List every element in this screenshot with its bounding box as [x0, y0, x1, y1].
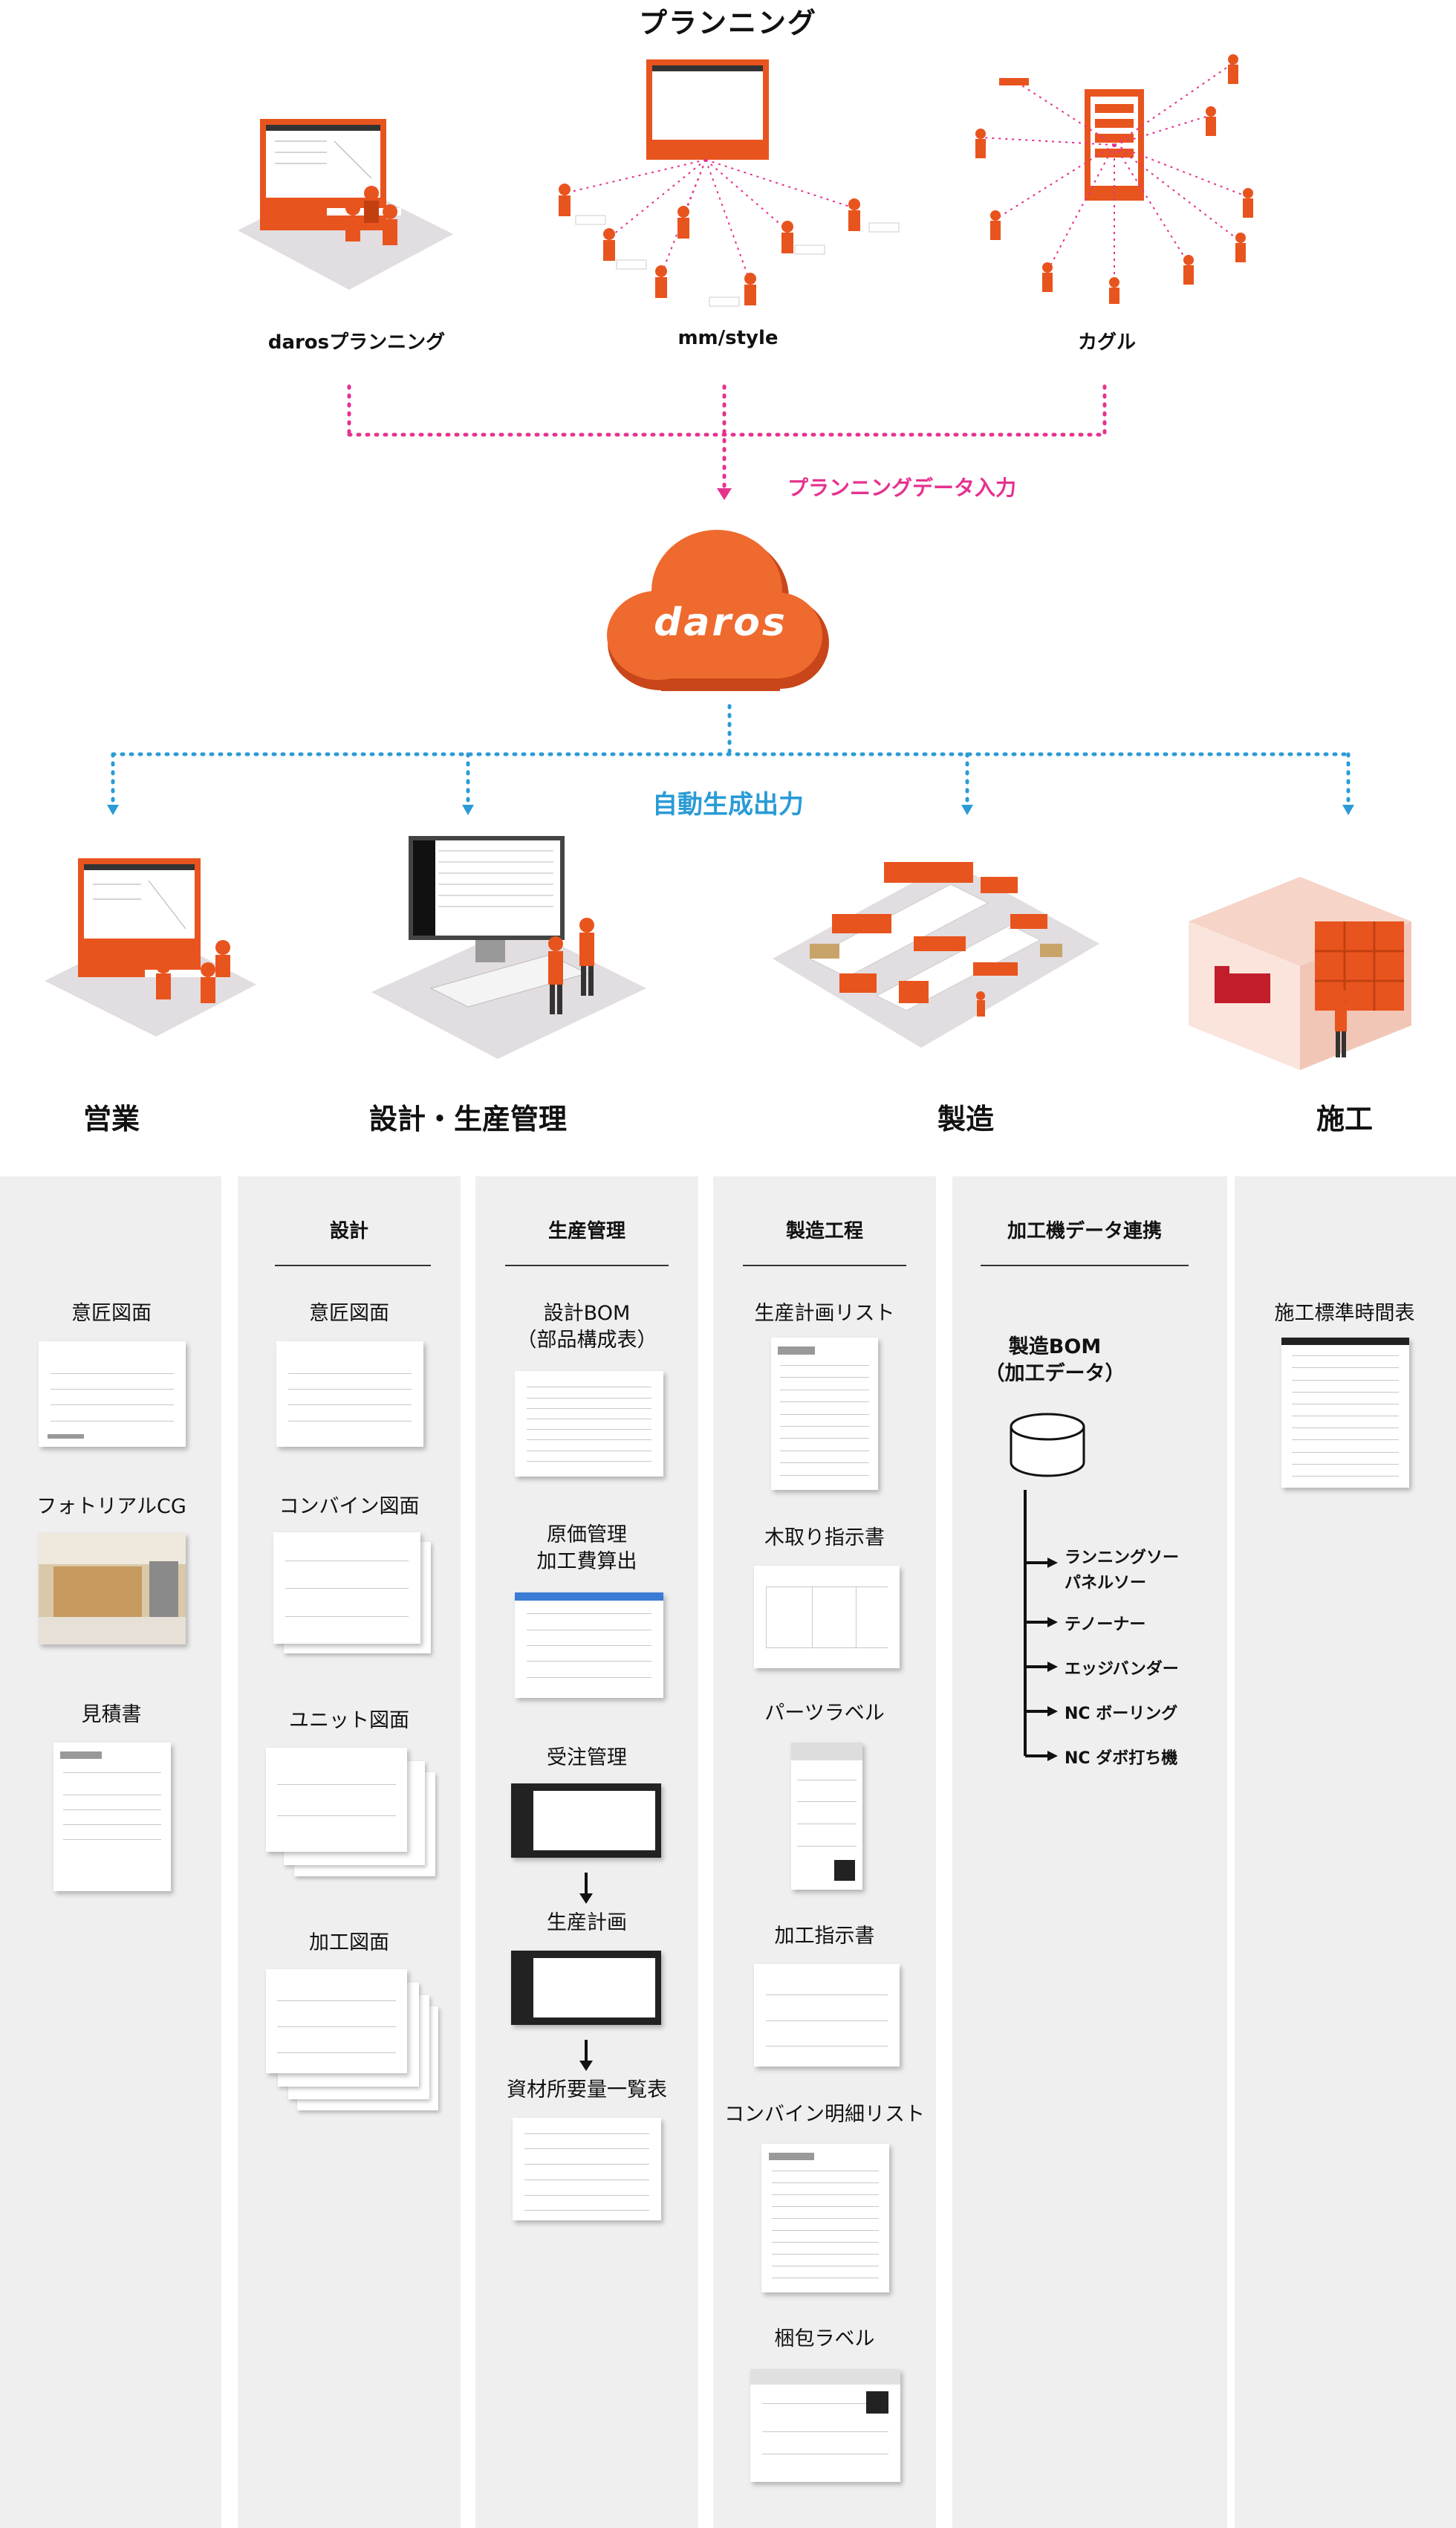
production-plan	[511, 1951, 661, 2025]
header-design: 設計	[329, 1220, 368, 1242]
header-manufacturing-underline	[743, 1265, 906, 1266]
mmstyle-illustration	[559, 59, 900, 307]
output-connector	[107, 704, 1354, 815]
manufacturing-doc-label: 加工指示書	[774, 1925, 875, 1948]
production-doc-label: 設計BOM （部品構成表）	[516, 1302, 657, 1352]
construction-standard-time-table	[1281, 1338, 1409, 1488]
dept-manufacturing: 製造	[937, 1103, 994, 1135]
daros-logo: daros	[654, 600, 787, 645]
manufacturing-doc-label: コンバイン明細リスト	[724, 2103, 925, 2126]
production-plan-list	[771, 1338, 878, 1490]
manufacturing-bom-label: 製造BOM （加工データ）	[984, 1335, 1125, 1385]
design-illustration	[371, 836, 646, 1059]
process-drawing	[266, 1969, 407, 2073]
dept-design-production: 設計・生産管理	[368, 1103, 567, 1135]
sales-doc-label: 見積書	[81, 1703, 142, 1726]
sales-illustration	[45, 858, 256, 1037]
daros-planning-illustration	[238, 119, 453, 290]
sales-doc-label: 意匠図面	[71, 1302, 152, 1325]
design-bom	[515, 1371, 663, 1477]
sales-design-drawing	[39, 1341, 186, 1447]
header-production-underline	[505, 1265, 669, 1266]
manufacturing-doc-label: 生産計画リスト	[754, 1302, 895, 1325]
planning-item-daros: darosプランニング	[267, 331, 446, 354]
header-machine: 加工機データ連携	[1007, 1220, 1162, 1242]
machine-connector	[1024, 1490, 1058, 1761]
production-doc-label: 資材所要量一覧表	[507, 2078, 667, 2101]
arrow-order-to-plan-head	[579, 1893, 593, 1904]
design-doc-label: ユニット図面	[289, 1709, 409, 1732]
cost-management	[515, 1592, 663, 1698]
sales-estimate	[53, 1743, 171, 1891]
manufacturing-doc-label: 梱包ラベル	[774, 2327, 875, 2350]
parts-label	[791, 1743, 862, 1890]
arrow-plan-to-material-head	[579, 2061, 593, 2071]
machine-nc-dowel: NC ダボ打ち機	[1065, 1749, 1178, 1768]
planning-connector	[347, 384, 1107, 500]
combine-drawing	[273, 1532, 420, 1644]
order-management	[511, 1783, 661, 1858]
design-doc-label: 加工図面	[309, 1931, 389, 1954]
daros-cloud	[607, 530, 829, 691]
design-drawing	[276, 1341, 423, 1447]
design-doc-label: 意匠図面	[309, 1302, 389, 1325]
unit-drawing	[266, 1748, 407, 1852]
database-icon	[1010, 1413, 1085, 1477]
production-doc-label: 生産計画	[547, 1911, 627, 1934]
arrow-order-to-plan	[585, 1873, 588, 1895]
machine-edge-bander: エッジバンダー	[1065, 1660, 1179, 1679]
planning-item-kaguru: カグル	[1077, 331, 1136, 354]
machine-nc-boring: NC ボーリング	[1065, 1705, 1178, 1723]
kaguru-illustration	[975, 54, 1253, 304]
dept-construction: 施工	[1316, 1103, 1373, 1135]
planning-item-mmstyle: mm/style	[677, 327, 779, 349]
sales-doc-label: フォトリアルCG	[36, 1495, 186, 1518]
machine-panel-saw: ランニングソー パネルソー	[1065, 1549, 1180, 1592]
header-production: 生産管理	[547, 1220, 625, 1242]
process-instructions	[754, 1964, 900, 2067]
production-doc-label: 原価管理 加工費算出	[536, 1523, 637, 1573]
arrow-plan-to-material	[585, 2040, 588, 2062]
construction-illustration	[1189, 877, 1411, 1070]
sales-photoreal-cg	[39, 1533, 186, 1644]
header-manufacturing: 製造工程	[785, 1220, 863, 1242]
auto-output-label: 自動生成出力	[652, 790, 804, 820]
manufacturing-doc-label: パーツラベル	[764, 1702, 885, 1725]
packing-label	[750, 2369, 900, 2482]
combine-detail-list	[761, 2144, 889, 2292]
header-machine-underline	[981, 1265, 1189, 1266]
manufacturing-doc-label: 木取り指示書	[764, 1526, 885, 1549]
planning-title: プランニング	[638, 7, 817, 39]
material-requirements	[513, 2118, 661, 2220]
design-doc-label: コンバイン図面	[279, 1495, 420, 1518]
cutting-instructions	[754, 1566, 900, 1668]
construction-doc-label: 施工標準時間表	[1274, 1302, 1415, 1325]
column-machine	[952, 1176, 1227, 2528]
dept-sales: 営業	[82, 1103, 140, 1135]
machine-tenoner: テノーナー	[1065, 1615, 1146, 1634]
planning-data-input-label: プランニングデータ入力	[787, 476, 1017, 500]
header-design-underline	[275, 1265, 431, 1266]
production-doc-label: 受注管理	[547, 1746, 627, 1769]
manufacturing-illustration	[773, 862, 1099, 1048]
